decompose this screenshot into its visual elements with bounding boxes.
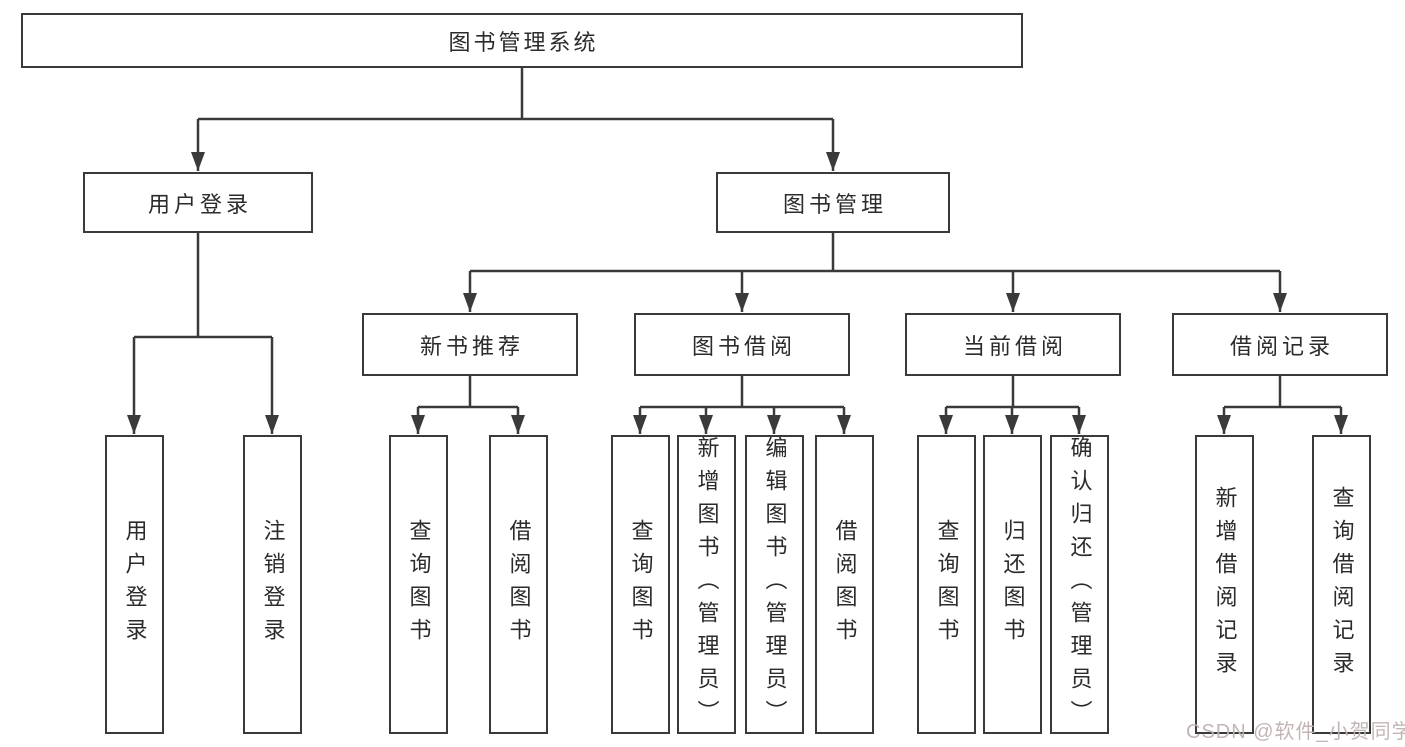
leaf-nbr-query-books-label: 查询图书 [406,518,432,651]
leaf-br-query-record: 查询借阅记录 [1312,435,1371,734]
edges-book-borrow-to-leaves [633,376,851,434]
edges-current-borrow-to-leaves [939,376,1086,434]
leaf-cb-confirm-return-admin: 确认归还（管理员） [1050,435,1109,734]
node-new-book-recommendation: 新书推荐 [362,313,578,376]
leaf-br-query-record-label: 查询借阅记录 [1329,485,1355,684]
leaf-bb-edit-books-admin: 编辑图书（管理员） [745,435,804,734]
leaf-cb-query-books-label: 查询图书 [934,518,960,651]
node-library-management-system: 图书管理系统 [21,13,1023,68]
leaf-logout: 注销登录 [243,435,302,734]
leaf-bb-edit-books-admin-label: 编辑图书（管理员） [762,436,788,733]
edges-book-management-to-level2 [463,233,1287,312]
leaf-br-add-record: 新增借阅记录 [1195,435,1254,734]
leaf-bb-add-books-admin: 新增图书（管理员） [677,435,736,734]
node-user-login: 用户登录 [83,172,313,233]
watermark-text: CSDN @软件_小贺同学 [1186,721,1405,743]
leaf-user-login-label: 用户登录 [122,518,148,651]
leaf-cb-return-books-label: 归还图书 [1000,518,1026,651]
leaf-logout-label: 注销登录 [260,518,286,651]
leaf-user-login: 用户登录 [105,435,164,734]
node-book-management: 图书管理 [716,172,950,233]
leaf-br-add-record-label: 新增借阅记录 [1212,485,1238,684]
leaf-bb-add-books-admin-label: 新增图书（管理员） [694,436,720,733]
leaf-bb-borrow-books-label: 借阅图书 [832,518,858,651]
leaf-cb-return-books: 归还图书 [983,435,1042,734]
leaf-nbr-borrow-books-label: 借阅图书 [506,518,532,651]
node-borrowing-records: 借阅记录 [1172,313,1388,376]
edges-user-login-to-leaves [127,233,279,434]
leaf-nbr-borrow-books: 借阅图书 [489,435,548,734]
leaf-bb-query-books-label: 查询图书 [628,518,654,651]
node-book-borrowing: 图书借阅 [634,313,850,376]
node-current-borrowing: 当前借阅 [905,313,1121,376]
edges-root-to-level1 [191,68,840,171]
leaf-nbr-query-books: 查询图书 [389,435,448,734]
edges-borrow-record-to-leaves [1217,376,1348,434]
leaf-cb-query-books: 查询图书 [917,435,976,734]
leaf-cb-confirm-return-admin-label: 确认归还（管理员） [1067,436,1093,733]
leaf-bb-query-books: 查询图书 [611,435,670,734]
edges-new-book-to-leaves [411,376,525,434]
leaf-bb-borrow-books: 借阅图书 [815,435,874,734]
